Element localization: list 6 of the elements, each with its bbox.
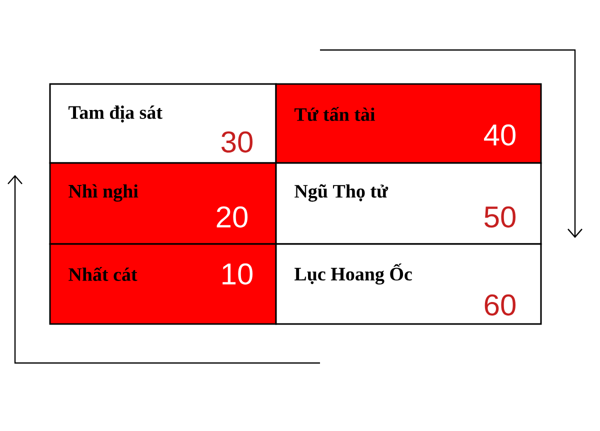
table-cell: Ngũ Thọ tử 50	[275, 162, 542, 245]
table-cell: Tứ tấn tài 40	[275, 83, 542, 164]
table-cell: Nhì nghi 20	[49, 162, 277, 245]
table-cell: Tam địa sát 30	[49, 83, 277, 164]
table-cell: Nhất cát 10	[49, 243, 277, 325]
table-cell: Lục Hoang Ốc 60	[275, 243, 542, 325]
